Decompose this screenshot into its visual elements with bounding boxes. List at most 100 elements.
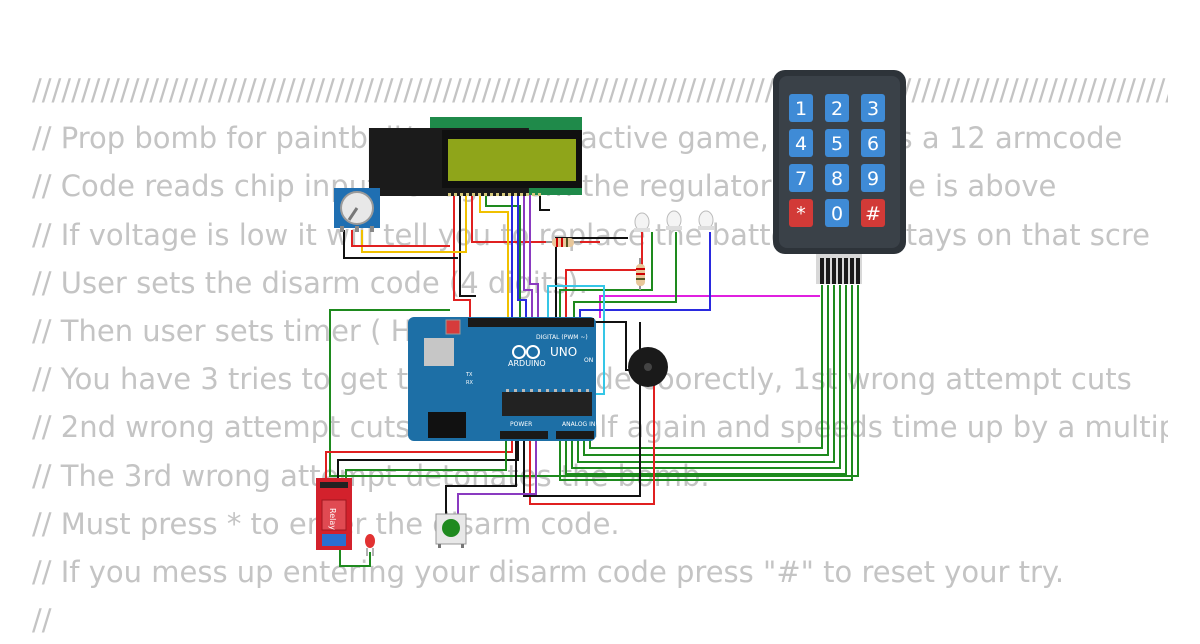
wire-keypad-magenta (599, 295, 820, 318)
resistor-1 (546, 238, 580, 247)
keypad-key-label: 3 (867, 98, 879, 120)
keypad-key-face[interactable] (789, 164, 813, 192)
wire-led-relay (339, 550, 371, 567)
keypad-key-face[interactable] (861, 94, 885, 122)
code-line: // User sets the disarm code (4 digits). (32, 265, 588, 300)
usb-port (424, 338, 454, 366)
keypad-key-1[interactable]: 1 (789, 94, 813, 122)
lcd-screen (448, 139, 576, 181)
keypad-key-face[interactable] (789, 129, 813, 157)
wire-cyan (547, 285, 605, 395)
lcd-pins (448, 193, 541, 196)
keypad-key-label: 1 (795, 98, 807, 120)
keypad-key-label: 7 (795, 168, 807, 190)
wire-keypad-2 (583, 285, 829, 456)
keypad-key-label: 5 (831, 133, 843, 155)
wire-pot-black (343, 230, 458, 259)
keypad-key-4[interactable]: 4 (789, 129, 813, 157)
wire-keypad-7 (329, 285, 859, 477)
keypad-key-0[interactable]: 0 (825, 199, 849, 227)
arduino-infinity-icon (512, 345, 526, 359)
keypad-key-9[interactable]: 9 (861, 164, 885, 192)
keypad-key-5[interactable]: 5 (825, 129, 849, 157)
arduino-infinity-icon-b (526, 345, 540, 359)
wire-button-black (445, 440, 517, 518)
wire-lcd-yellow-2 (479, 194, 509, 318)
keypad-key-label: 9 (867, 168, 879, 190)
push-button[interactable] (435, 513, 467, 548)
resistor-2 (636, 258, 645, 290)
wire-led-blue (579, 232, 711, 318)
potentiometer (334, 188, 380, 232)
wire-led-red (565, 232, 643, 318)
keypad-key-star[interactable]: * (789, 199, 813, 227)
arduino-on-label: ON (584, 357, 593, 364)
led-2 (666, 210, 682, 230)
keypad-key-face[interactable] (825, 94, 849, 122)
analog-header (556, 431, 594, 439)
keypad-key-face[interactable] (861, 129, 885, 157)
wire-pot-red (351, 230, 450, 247)
keypad-key-face[interactable] (825, 199, 849, 227)
code-line: // (32, 603, 52, 638)
keypad-key-7[interactable]: 7 (789, 164, 813, 192)
relay-module: Relay (316, 478, 352, 550)
keypad-key-face[interactable] (861, 164, 885, 192)
digital-header (468, 318, 594, 327)
wire-keypad-5 (565, 285, 847, 475)
wire-lcd-black-1 (459, 194, 476, 297)
keypad-key-2[interactable]: 2 (825, 94, 849, 122)
wire-lcd-yellow (361, 194, 467, 253)
wire-led-green-2 (559, 232, 653, 318)
arduino-rx-label: RX (466, 380, 473, 386)
arduino-logo-text: ARDUINO (508, 359, 546, 368)
wire-relay-green (345, 440, 507, 478)
keypad-key-face[interactable] (789, 94, 813, 122)
keypad-key-6[interactable]: 6 (861, 129, 885, 157)
keypad-key-3[interactable]: 3 (861, 94, 885, 122)
wire-keypad-3 (577, 285, 835, 463)
keypad-key-face[interactable] (789, 199, 813, 227)
keypad-key-label: # (865, 203, 881, 225)
arduino-tx-label: TX (465, 372, 473, 378)
keypad-key-label: 4 (795, 133, 807, 155)
arduino-model-label: UNO (550, 345, 577, 359)
led-3 (698, 210, 714, 230)
keypad-key-8[interactable]: 8 (825, 164, 849, 192)
keypad-key-label: * (796, 203, 806, 225)
led-1 (634, 212, 650, 232)
arduino-uno: DIGITAL (PWM ~) ARDUINO UNO ON TX RX POW… (408, 317, 596, 441)
red-led (365, 534, 375, 556)
wire-keypad-1 (589, 285, 823, 449)
keypad-key-face[interactable] (825, 164, 849, 192)
reset-button[interactable] (445, 319, 461, 335)
wire-gnd-black (523, 322, 641, 497)
wire-buzzer-red (529, 380, 655, 505)
keypad-key-label: 2 (831, 98, 843, 120)
atmega-chip (502, 392, 592, 416)
wire-lcd-purple-2 (529, 194, 539, 318)
wire-lcd-red-2 (471, 194, 600, 243)
keypad-key-label: 8 (831, 168, 843, 190)
wire-lcd-blue-2 (517, 194, 527, 318)
relay-label: Relay (328, 508, 337, 530)
arduino-analog-label: ANALOG IN (562, 421, 595, 428)
lcd-display (368, 117, 582, 196)
wire-relay-black (337, 440, 519, 478)
keypad-key-face[interactable] (861, 199, 885, 227)
arduino-power-label: POWER (510, 421, 532, 428)
wire-lcd-green-1 (485, 194, 521, 318)
arduino-digital-label: DIGITAL (PWM ~) (536, 334, 588, 341)
wire-keypad-6 (559, 285, 853, 481)
power-jack (428, 412, 466, 438)
code-line: ////////////////////////////////////////… (32, 73, 1168, 107)
wire-lcd-red-1 (453, 194, 471, 318)
keypad-key-hash[interactable]: # (861, 199, 885, 227)
keypad-key-label: 0 (831, 203, 843, 225)
keypad-key-face[interactable] (825, 129, 849, 157)
buzzer (628, 347, 668, 387)
wire-keypad-4 (571, 285, 841, 469)
